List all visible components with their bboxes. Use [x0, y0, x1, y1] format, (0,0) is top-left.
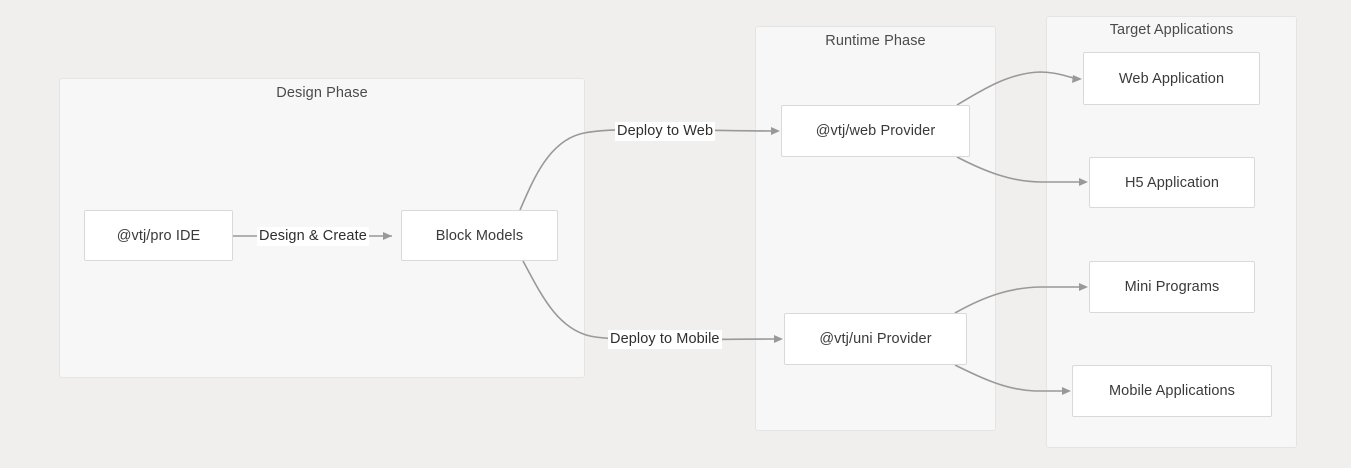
cluster-title-target-applications: Target Applications	[1109, 22, 1234, 38]
edge-label-deploy-to-mobile: Deploy to Mobile	[608, 330, 722, 349]
node-web-application[interactable]: Web Application	[1083, 52, 1260, 105]
node-mini-programs[interactable]: Mini Programs	[1089, 261, 1255, 313]
node-vtj-web-provider[interactable]: @vtj/web Provider	[781, 105, 970, 157]
node-vtj-pro-ide[interactable]: @vtj/pro IDE	[84, 210, 233, 261]
node-h5-application[interactable]: H5 Application	[1089, 157, 1255, 208]
cluster-title-design-phase: Design Phase	[276, 85, 368, 101]
node-mobile-applications[interactable]: Mobile Applications	[1072, 365, 1272, 417]
node-vtj-uni-provider[interactable]: @vtj/uni Provider	[784, 313, 967, 365]
edge-label-design-create: Design & Create	[257, 227, 369, 246]
cluster-title-runtime-phase: Runtime Phase	[825, 33, 926, 49]
node-block-models[interactable]: Block Models	[401, 210, 558, 261]
cluster-runtime-phase	[755, 26, 996, 431]
edge-label-deploy-to-web: Deploy to Web	[615, 122, 716, 141]
